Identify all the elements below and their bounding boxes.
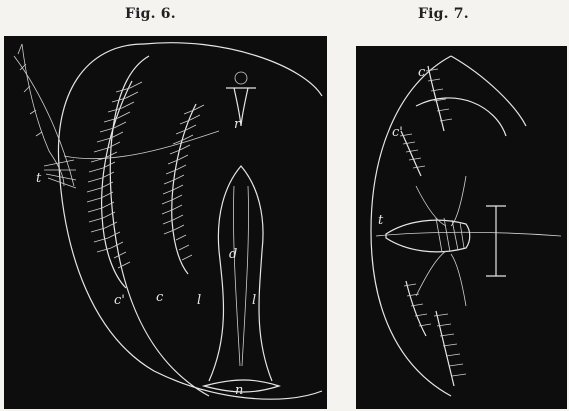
figure-7-drawing: c c' t xyxy=(356,46,567,409)
figure-7-caption: Fig. 7. xyxy=(418,6,469,22)
label-l-right: l xyxy=(252,293,256,308)
comb-row-c-prime xyxy=(401,131,421,176)
comb-plates-c xyxy=(162,105,204,260)
comb-row-lower xyxy=(406,281,426,336)
crossing-line xyxy=(64,131,219,159)
label-c-prime: c' xyxy=(392,125,403,140)
crossing-line xyxy=(14,56,74,186)
figure-7-illustration: c c' t xyxy=(356,46,567,409)
label-t: t xyxy=(36,171,42,186)
label-t: t xyxy=(378,213,384,228)
figure-6-caption: Fig. 6. xyxy=(125,6,176,22)
tentacle xyxy=(22,44,64,186)
stomach-inner xyxy=(233,186,248,366)
label-l-left: l xyxy=(197,293,201,308)
stomach-outline xyxy=(218,166,263,251)
inner-arc xyxy=(416,98,506,136)
comb-row-bottom xyxy=(436,311,454,386)
stomach-body xyxy=(209,251,272,381)
label-r: r xyxy=(234,117,241,132)
body-outline-right xyxy=(451,56,526,126)
label-c: c xyxy=(156,290,164,305)
label-c-prime: c' xyxy=(114,293,125,308)
figure-6-drawing: t c' c l l d r n xyxy=(4,36,327,409)
comb-plates-c-prime xyxy=(87,82,142,268)
figure-6-illustration: t c' c l l d r n xyxy=(4,36,327,409)
branch-lines xyxy=(416,176,466,306)
label-d: d xyxy=(229,247,237,262)
sense-organ xyxy=(235,72,247,84)
label-c: c xyxy=(418,65,426,80)
body-outline xyxy=(58,44,322,399)
crossing-line xyxy=(376,232,561,236)
cross-bar xyxy=(486,206,506,276)
label-n: n xyxy=(235,383,243,398)
sense-organ-stalk xyxy=(226,88,256,126)
